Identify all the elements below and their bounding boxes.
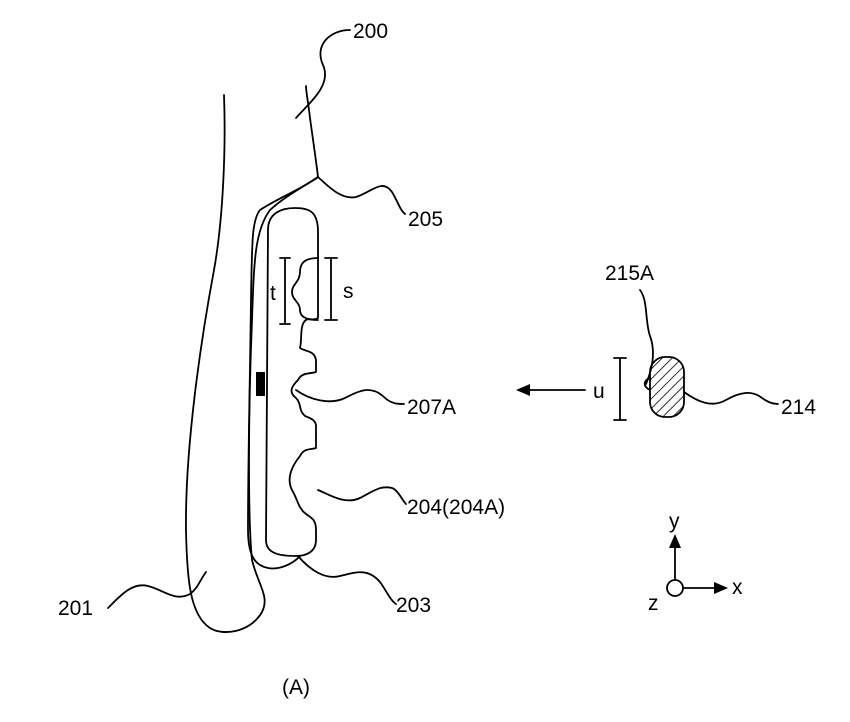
dim-s-bracket — [324, 257, 338, 321]
ref-label-214: 214 — [781, 396, 816, 419]
channel-marker — [256, 372, 265, 396]
leader-214 — [683, 391, 779, 405]
axis-y-label: y — [669, 510, 680, 533]
leader-200 — [295, 29, 351, 119]
axis-z-circle — [666, 579, 684, 597]
bump-upper — [291, 257, 319, 321]
tube-200 — [305, 85, 319, 178]
ref-label-205: 205 — [408, 208, 443, 231]
ref-label-200: 200 — [353, 20, 388, 43]
arrow-left-head — [516, 384, 530, 396]
figure-caption: (A) — [282, 676, 310, 699]
axis-x-label: x — [732, 576, 743, 599]
axis-z-label: z — [648, 592, 659, 615]
ref-label-201: 201 — [58, 597, 93, 620]
ref-label-204: 204(204A) — [407, 496, 505, 519]
junction-205 — [317, 176, 406, 215]
body-201-outline — [185, 94, 319, 633]
ref-label-207A: 207A — [407, 396, 456, 419]
item-214 — [649, 356, 685, 418]
leader-215A — [639, 289, 654, 385]
leader-201 — [107, 571, 207, 609]
leader-203 — [297, 555, 397, 605]
dim-u-label: u — [593, 380, 605, 403]
channel-203-inner — [265, 207, 319, 557]
dim-u-bracket — [613, 357, 627, 421]
axis-x-arrowhead — [714, 582, 728, 594]
dim-t-bracket — [279, 257, 291, 325]
leader-207A — [295, 389, 405, 405]
dim-t-label: t — [270, 282, 276, 305]
axis-y-arrowhead — [669, 534, 681, 548]
dim-s-label: s — [343, 280, 354, 303]
channel-203-outer — [247, 176, 319, 570]
ref-label-215A: 215A — [605, 262, 654, 285]
ref-label-203: 203 — [396, 594, 431, 617]
leader-204 — [317, 486, 407, 505]
